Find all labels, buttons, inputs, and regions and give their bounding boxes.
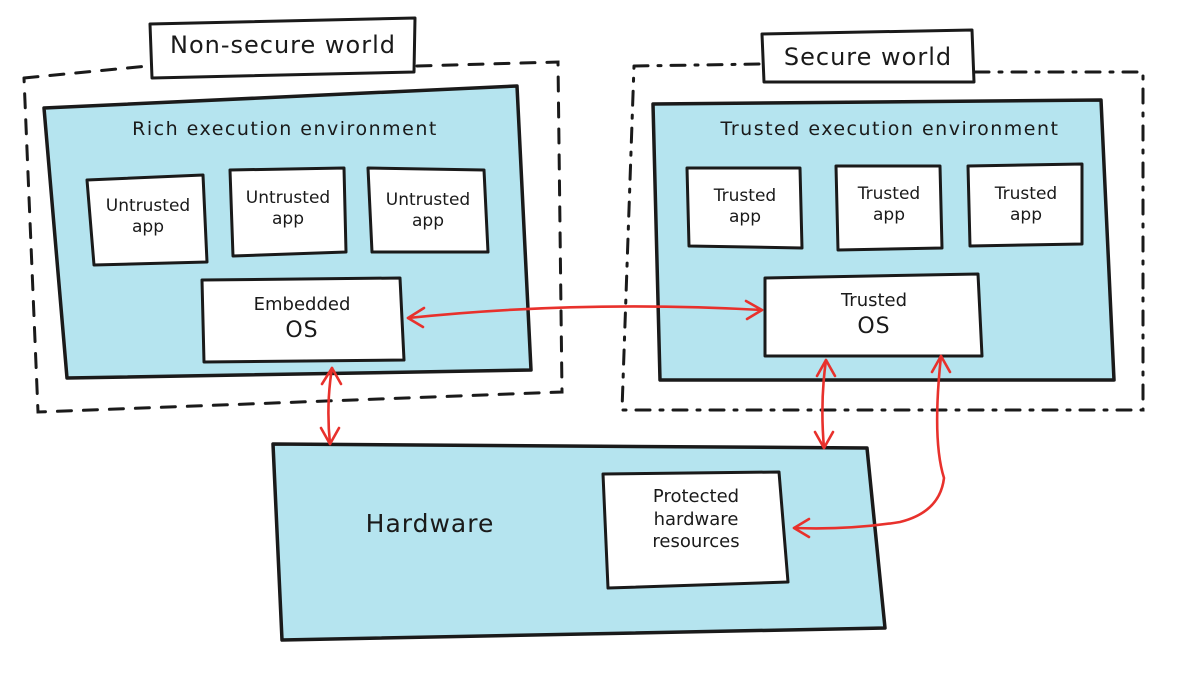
embedded-os-box [200, 276, 406, 364]
trusted-app-label-1: Trusted app [690, 186, 800, 229]
trusted-os-box [763, 272, 984, 358]
untrusted-app-box-2 [228, 166, 348, 258]
secure-world-border [620, 62, 1145, 412]
trusted-app-box-1 [685, 166, 804, 250]
protected-hardware-resources-box [601, 470, 790, 590]
protected-hardware-resources-line2: hardware [653, 508, 739, 530]
secure-world-title: Secure world [783, 43, 953, 71]
secure-world-title-box [760, 28, 976, 84]
trusted-execution-environment-title: Trusted execution environment [720, 118, 1060, 140]
trusted-os-label-line1: Trusted [840, 290, 908, 311]
untrusted-app-box-3 [366, 166, 490, 254]
untrusted-app-label-1: Untrusted app [94, 196, 202, 239]
untrusted-app-label-1-line2: app [132, 217, 164, 238]
trusted-os-label: Trusted OS [768, 290, 980, 340]
trusted-os-to-hardware-arrow [813, 358, 837, 450]
untrusted-app-label-3-line1: Untrusted [385, 190, 471, 210]
non-secure-world-border [22, 60, 564, 414]
os-to-os-arrow [406, 299, 764, 329]
untrusted-app-label-2: Untrusted app [234, 188, 342, 231]
trusted-app-label-3-line1: Trusted [994, 184, 1058, 204]
protected-hardware-resources-line3: resources [652, 531, 740, 552]
untrusted-app-label-2-line1: Untrusted [245, 188, 331, 208]
trusted-os-to-protected-resources-arrow [792, 354, 952, 539]
trusted-app-label-1-line2: app [729, 207, 761, 228]
trusted-app-label-2: Trusted app [836, 184, 942, 227]
non-secure-world-title: Non-secure world [170, 31, 396, 59]
embedded-os-label-line2: OS [285, 317, 319, 343]
embedded-os-label-line1: Embedded [253, 294, 351, 315]
trusted-app-label-2-line1: Trusted [857, 184, 921, 204]
untrusted-app-label-3: Untrusted app [374, 190, 482, 233]
trusted-app-box-3 [966, 162, 1084, 248]
untrusted-app-label-3-line2: app [412, 211, 444, 232]
protected-hardware-resources-line1: Protected [652, 486, 740, 507]
untrusted-app-label-2-line2: app [272, 209, 304, 230]
trusted-app-label-1-line1: Trusted [713, 186, 777, 206]
trusted-os-label-line2: OS [857, 313, 891, 339]
trusted-app-label-3-line2: app [1010, 205, 1042, 226]
trusted-app-box-2 [834, 164, 944, 252]
trusted-app-label-3: Trusted app [970, 184, 1082, 227]
untrusted-app-box-1 [85, 173, 209, 267]
protected-hardware-resources-label: Protected hardware resources [608, 486, 784, 554]
trusted-app-label-2-line2: app [873, 205, 905, 226]
non-secure-world-title-box [148, 16, 417, 80]
embedded-os-label: Embedded OS [204, 294, 400, 344]
rich-execution-environment-title: Rich execution environment [132, 118, 438, 140]
embedded-os-to-hardware-arrow [319, 366, 343, 446]
hardware-title: Hardware [365, 509, 495, 538]
untrusted-app-label-1-line1: Untrusted [105, 196, 191, 216]
